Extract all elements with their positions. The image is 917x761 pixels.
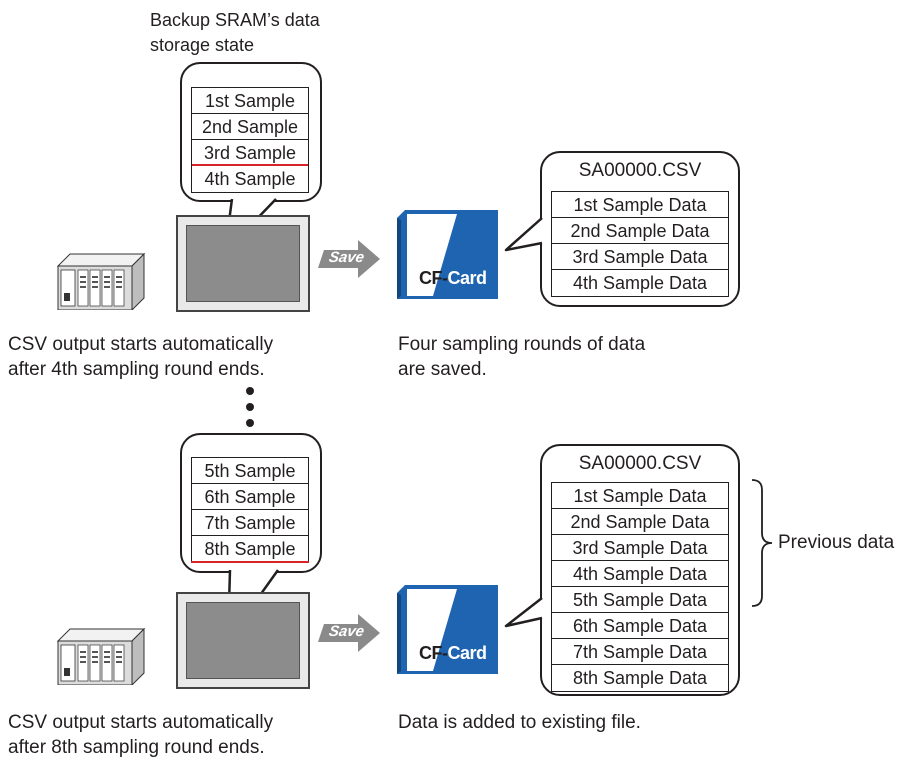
sram-row: 4th Sample	[204, 169, 296, 189]
sram-row: 7th Sample	[192, 510, 308, 536]
sram-table-bottom: 5th Sample 6th Sample 7th Sample 8th Sam…	[191, 457, 309, 563]
save-label: Save	[327, 249, 366, 266]
display-unit-bottom	[176, 592, 310, 689]
save-arrow-top: Save	[314, 236, 384, 282]
sram-row: 1st Sample	[192, 88, 308, 114]
display-unit-top	[176, 215, 310, 312]
csv-row: 4th Sample Data	[552, 561, 728, 587]
cf-card-top: CF-Card	[397, 210, 498, 299]
cf-card-icon	[397, 210, 498, 299]
csv-row: 8th Sample Data	[572, 668, 708, 688]
save-label: Save	[327, 623, 366, 640]
sram-row: 2nd Sample	[192, 114, 308, 140]
cf-card-icon	[397, 585, 498, 674]
display-screen	[186, 225, 300, 302]
csv-row: 1st Sample Data	[552, 192, 728, 218]
display-screen	[186, 602, 300, 679]
csv-row: 6th Sample Data	[552, 613, 728, 639]
csv-row: 3rd Sample Data	[552, 535, 728, 561]
previous-data-label: Previous data	[778, 532, 895, 553]
arrow-right-icon	[318, 240, 380, 278]
sram-row: 3rd Sample	[192, 140, 308, 166]
sram-row: 6th Sample	[192, 484, 308, 510]
bottom-right-caption: Data is added to existing file.	[398, 712, 641, 733]
top-right-caption: Four sampling rounds of data are saved.	[398, 334, 646, 380]
csv-table-bottom: 1st Sample Data 2nd Sample Data 3rd Samp…	[551, 482, 729, 692]
sram-state-label: Backup SRAM’s data storage state	[150, 10, 320, 55]
cf-card-label: CF-Card	[419, 643, 487, 663]
csv-file-name-top: SA00000.CSV	[578, 160, 702, 181]
bottom-left-caption: CSV output starts automatically after 8t…	[8, 712, 274, 758]
right-brace-icon	[751, 479, 773, 607]
plc-icon-bottom	[56, 627, 146, 685]
csv-row: 1st Sample Data	[552, 483, 728, 509]
csv-row: 5th Sample Data	[552, 587, 728, 613]
cf-card-label: CF-Card	[419, 268, 487, 288]
ellipsis-dot	[246, 419, 254, 427]
ellipsis-dot	[246, 387, 254, 395]
sram-table-top: 1st Sample 2nd Sample 3rd Sample 4th Sam…	[191, 87, 309, 193]
csv-row: 2nd Sample Data	[552, 509, 728, 535]
plc-icon-top	[56, 252, 146, 310]
csv-file-name-bottom: SA00000.CSV	[578, 453, 702, 474]
cf-card-bottom: CF-Card	[397, 585, 498, 674]
sram-row: 8th Sample	[204, 539, 296, 559]
top-left-caption: CSV output starts automatically after 4t…	[8, 334, 274, 380]
sram-row: 5th Sample	[192, 458, 308, 484]
csv-row: 7th Sample Data	[552, 639, 728, 665]
save-arrow-bottom: Save	[314, 610, 384, 656]
csv-table-top: 1st Sample Data 2nd Sample Data 3rd Samp…	[551, 191, 729, 297]
csv-row: 2nd Sample Data	[552, 218, 728, 244]
sram-end-marker-bottom	[191, 561, 309, 563]
arrow-right-icon	[318, 614, 380, 652]
ellipsis-dot	[246, 403, 254, 411]
csv-row: 3rd Sample Data	[552, 244, 728, 270]
csv-row: 4th Sample Data	[572, 273, 708, 293]
